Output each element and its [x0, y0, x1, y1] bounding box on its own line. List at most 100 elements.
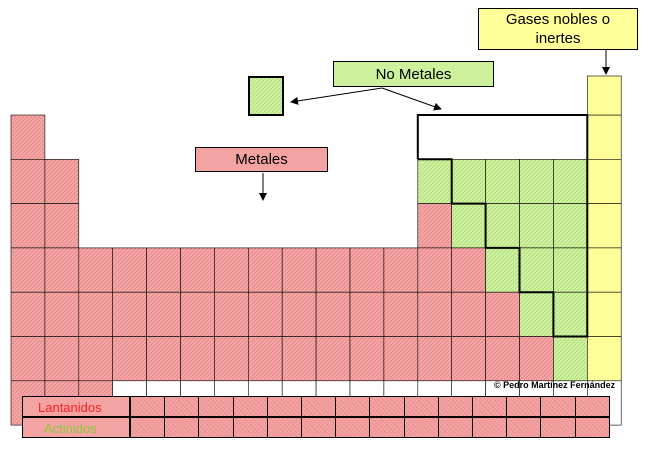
element-cell-nonmetal [485, 203, 520, 249]
f-block-cell [301, 396, 337, 417]
element-cell-metal [417, 336, 452, 382]
element-cell-metal [248, 336, 283, 382]
element-cell-metal [112, 247, 147, 293]
element-cell-metal [44, 159, 80, 204]
f-block-cell [437, 417, 473, 438]
element-cell-metal [451, 291, 486, 337]
actinides-label: Actinidos [44, 421, 97, 436]
element-cell-nonmetal [519, 203, 554, 249]
f-block-cell [540, 417, 576, 438]
nonmetals-label: No Metales [333, 61, 494, 87]
element-cell-metal [315, 336, 351, 382]
element-cell-metal [112, 291, 147, 337]
element-cell-metal [248, 247, 283, 293]
element-cell-metal [281, 247, 317, 293]
f-block-cell [335, 417, 371, 438]
element-cell-metal [417, 247, 452, 293]
lanthanides-row-header [22, 396, 130, 417]
element-cell-noble [586, 114, 622, 160]
element-cell-metal [281, 291, 317, 337]
element-cell-metal [214, 336, 249, 382]
element-cell-metal [417, 203, 452, 249]
element-cell-metal [451, 247, 486, 293]
f-block-cell [130, 396, 166, 417]
f-block-cell [369, 396, 405, 417]
f-block-cell [574, 417, 610, 438]
element-cell-metal [383, 247, 419, 293]
f-block-cell [574, 396, 610, 417]
element-cell-nonmetal [553, 247, 588, 293]
element-cell-noble [586, 291, 622, 337]
element-cell-nonmetal [519, 291, 554, 337]
f-block-cell [437, 396, 473, 417]
f-block-cell [403, 396, 439, 417]
element-cell-nonmetal [417, 159, 452, 204]
element-cell-metal [417, 291, 452, 337]
element-cell-metal [214, 291, 249, 337]
f-block-cell [472, 396, 508, 417]
element-cell-metal [78, 291, 114, 337]
metals-label: Metales [195, 147, 328, 172]
element-cell-nonmetal [519, 159, 554, 204]
element-cell-metal [383, 291, 419, 337]
element-cell-metal [281, 336, 317, 382]
element-cell-metal [315, 291, 351, 337]
f-block-cell [232, 417, 268, 438]
element-cell-metal [214, 247, 249, 293]
f-block-cell [164, 417, 200, 438]
element-cell-metal [315, 247, 351, 293]
f-block-cell [472, 417, 508, 438]
noble-gases-label: Gases nobles o inertes [478, 8, 638, 50]
f-block-cell [266, 417, 302, 438]
element-cell-metal [112, 336, 147, 382]
nonmetal-boundary [416, 114, 589, 338]
f-block-cell [403, 417, 439, 438]
element-cell-metal [10, 247, 46, 293]
nonmetal-sample-square [248, 76, 284, 116]
element-cell-metal [383, 336, 419, 382]
element-cell-metal [44, 203, 80, 249]
element-cell-nonmetal [553, 291, 588, 337]
f-block-cell [335, 396, 371, 417]
element-cell-noble [586, 159, 622, 204]
element-cell-metal [78, 247, 114, 293]
element-cell-metal [248, 291, 283, 337]
actinides-row-header [22, 417, 130, 438]
element-cell-metal [485, 291, 520, 337]
cells-layer [10, 75, 622, 426]
element-cell-metal [180, 336, 215, 382]
nonmetal-outline [416, 114, 589, 338]
f-block-cell [232, 396, 268, 417]
f-block-cell [506, 396, 542, 417]
element-cell-noble [586, 336, 622, 382]
element-cell-metal [10, 336, 46, 382]
f-block-cell [301, 417, 337, 438]
element-cell-nonmetal [553, 203, 588, 249]
element-cell-metal [10, 159, 46, 204]
element-cell-metal [349, 247, 385, 293]
element-cell-metal [485, 336, 520, 382]
element-cell-noble [586, 75, 622, 116]
element-cell-metal [10, 114, 46, 160]
element-cell-metal [451, 336, 486, 382]
element-cell-metal [44, 291, 80, 337]
element-cell-metal [10, 203, 46, 249]
f-block-cell [164, 396, 200, 417]
f-block-cell [540, 396, 576, 417]
element-cell-nonmetal [519, 247, 554, 293]
f-block-cell [266, 396, 302, 417]
element-cell-metal [519, 336, 554, 382]
f-block-cell [130, 417, 166, 438]
arrow-nonmetals-left [290, 87, 383, 105]
element-cell-metal [349, 336, 385, 382]
f-block-cell [369, 417, 405, 438]
element-cell-metal [146, 291, 181, 337]
element-cell-metal [78, 336, 114, 382]
element-cell-metal [44, 336, 80, 382]
copyright-text: © Pedro Martínez Fernández [494, 380, 616, 390]
element-cell-nonmetal [553, 336, 588, 382]
element-cell-nonmetal [451, 159, 486, 204]
f-block-cell [198, 417, 234, 438]
element-cell-nonmetal [485, 159, 520, 204]
